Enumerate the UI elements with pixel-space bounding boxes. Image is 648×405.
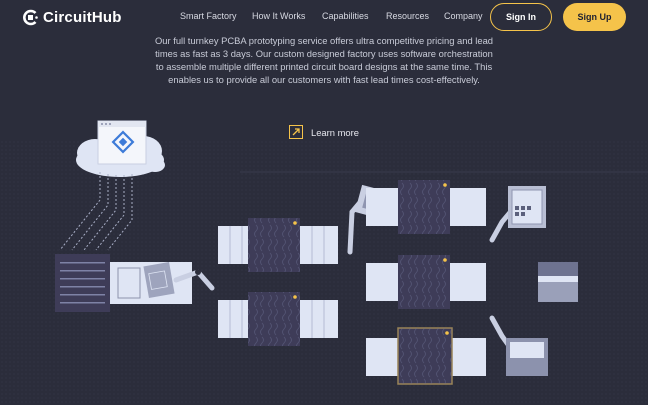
nav-company[interactable]: Company bbox=[444, 11, 483, 21]
nav-how-it-works[interactable]: How It Works bbox=[252, 11, 306, 21]
top-navigation: CircuitHub Smart Factory How It Works Ca… bbox=[0, 0, 648, 34]
logo[interactable]: CircuitHub bbox=[22, 8, 122, 26]
arrow-up-right-icon bbox=[289, 125, 303, 139]
monitor-icon bbox=[97, 120, 147, 165]
nav-smart-factory[interactable]: Smart Factory bbox=[180, 11, 237, 21]
sign-in-button[interactable]: Sign In bbox=[490, 3, 552, 31]
nav-resources[interactable]: Resources bbox=[386, 11, 430, 21]
sign-up-button[interactable]: Sign Up bbox=[563, 3, 626, 31]
brand-name: CircuitHub bbox=[43, 8, 122, 26]
chip-icon bbox=[23, 9, 38, 25]
learn-more-label: Learn more bbox=[311, 126, 359, 138]
nav-capabilities[interactable]: Capabilities bbox=[322, 11, 369, 21]
learn-more-link[interactable]: Learn more bbox=[289, 125, 359, 139]
hero-description: Our full turnkey PCBA prototyping servic… bbox=[154, 35, 493, 85]
